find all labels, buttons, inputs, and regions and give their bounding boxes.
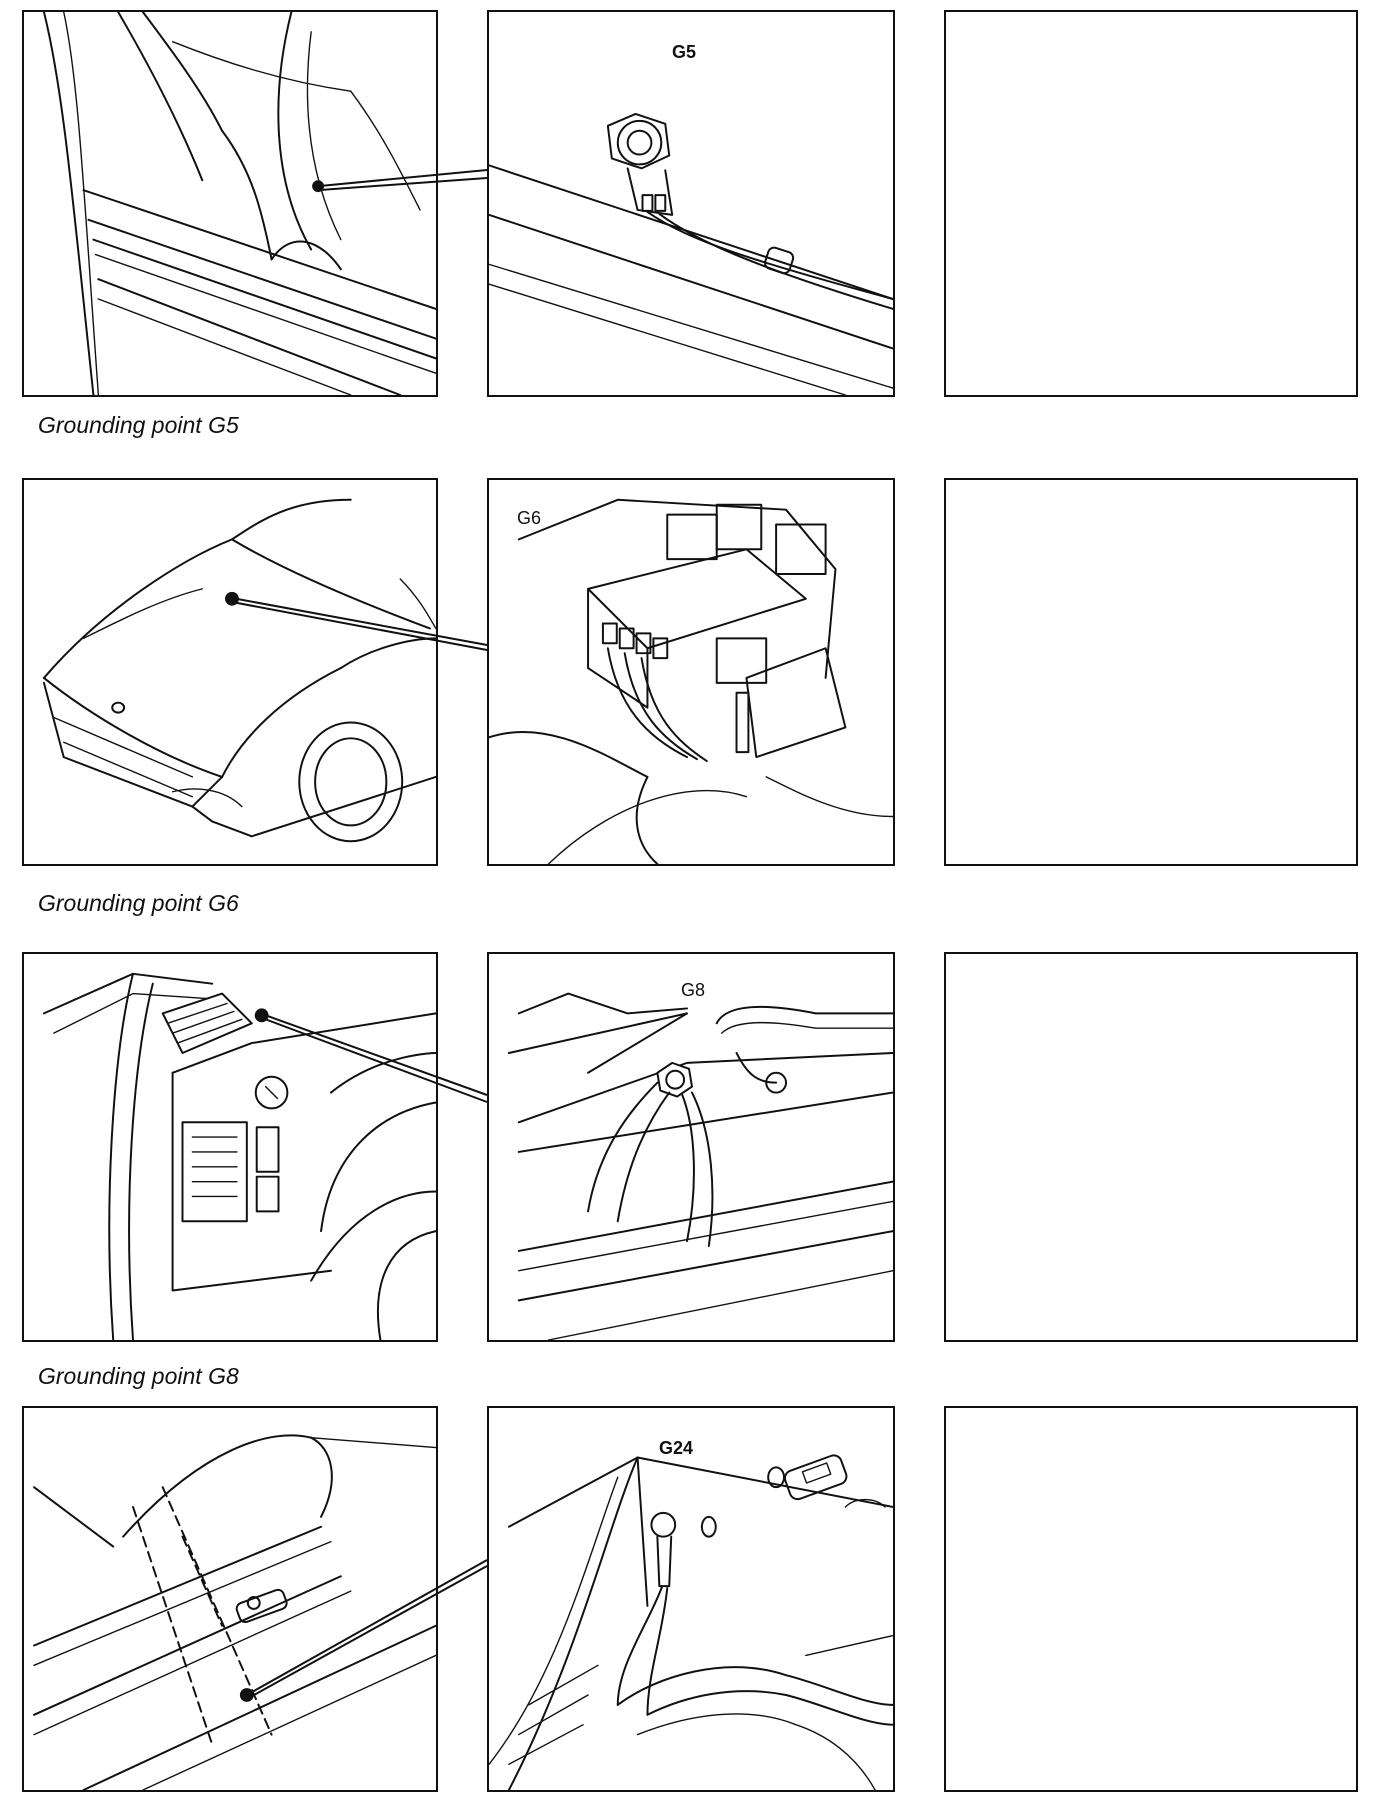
detail-panel-g5: G5	[487, 10, 895, 397]
ground-strap-illustration	[507, 992, 893, 1340]
detail-label: G24	[659, 1438, 694, 1458]
overview-panel-g8	[22, 952, 438, 1342]
floor-panel-illustration	[33, 1434, 436, 1790]
overview-panel-g24	[22, 1406, 438, 1792]
dashboard-illustration	[42, 972, 436, 1340]
detail-label: G6	[517, 508, 542, 528]
ground-point-illustration	[489, 1454, 893, 1790]
empty-panel-g24	[944, 1406, 1358, 1792]
caption-g6: Grounding point G6	[38, 890, 239, 916]
overview-panel-g5	[22, 10, 438, 397]
detail-panel-g8: G8	[487, 952, 895, 1342]
car-front-illustration	[42, 498, 436, 843]
empty-panel-g6	[944, 478, 1358, 866]
empty-panel-g5	[944, 10, 1358, 397]
overview-panel-g6	[22, 478, 438, 866]
detail-label: G8	[681, 980, 706, 1000]
relay-box-illustration	[489, 498, 893, 864]
caption-g8: Grounding point G8	[38, 1363, 239, 1389]
caption-g5: Grounding point G5	[38, 412, 239, 438]
detail-panel-g24: G24	[487, 1406, 895, 1792]
detail-label: G5	[672, 42, 697, 62]
ground-bolt-illustration	[489, 112, 893, 395]
empty-panel-g8	[944, 952, 1358, 1342]
detail-panel-g6: G6	[487, 478, 895, 866]
door-sill-illustration	[42, 12, 436, 395]
